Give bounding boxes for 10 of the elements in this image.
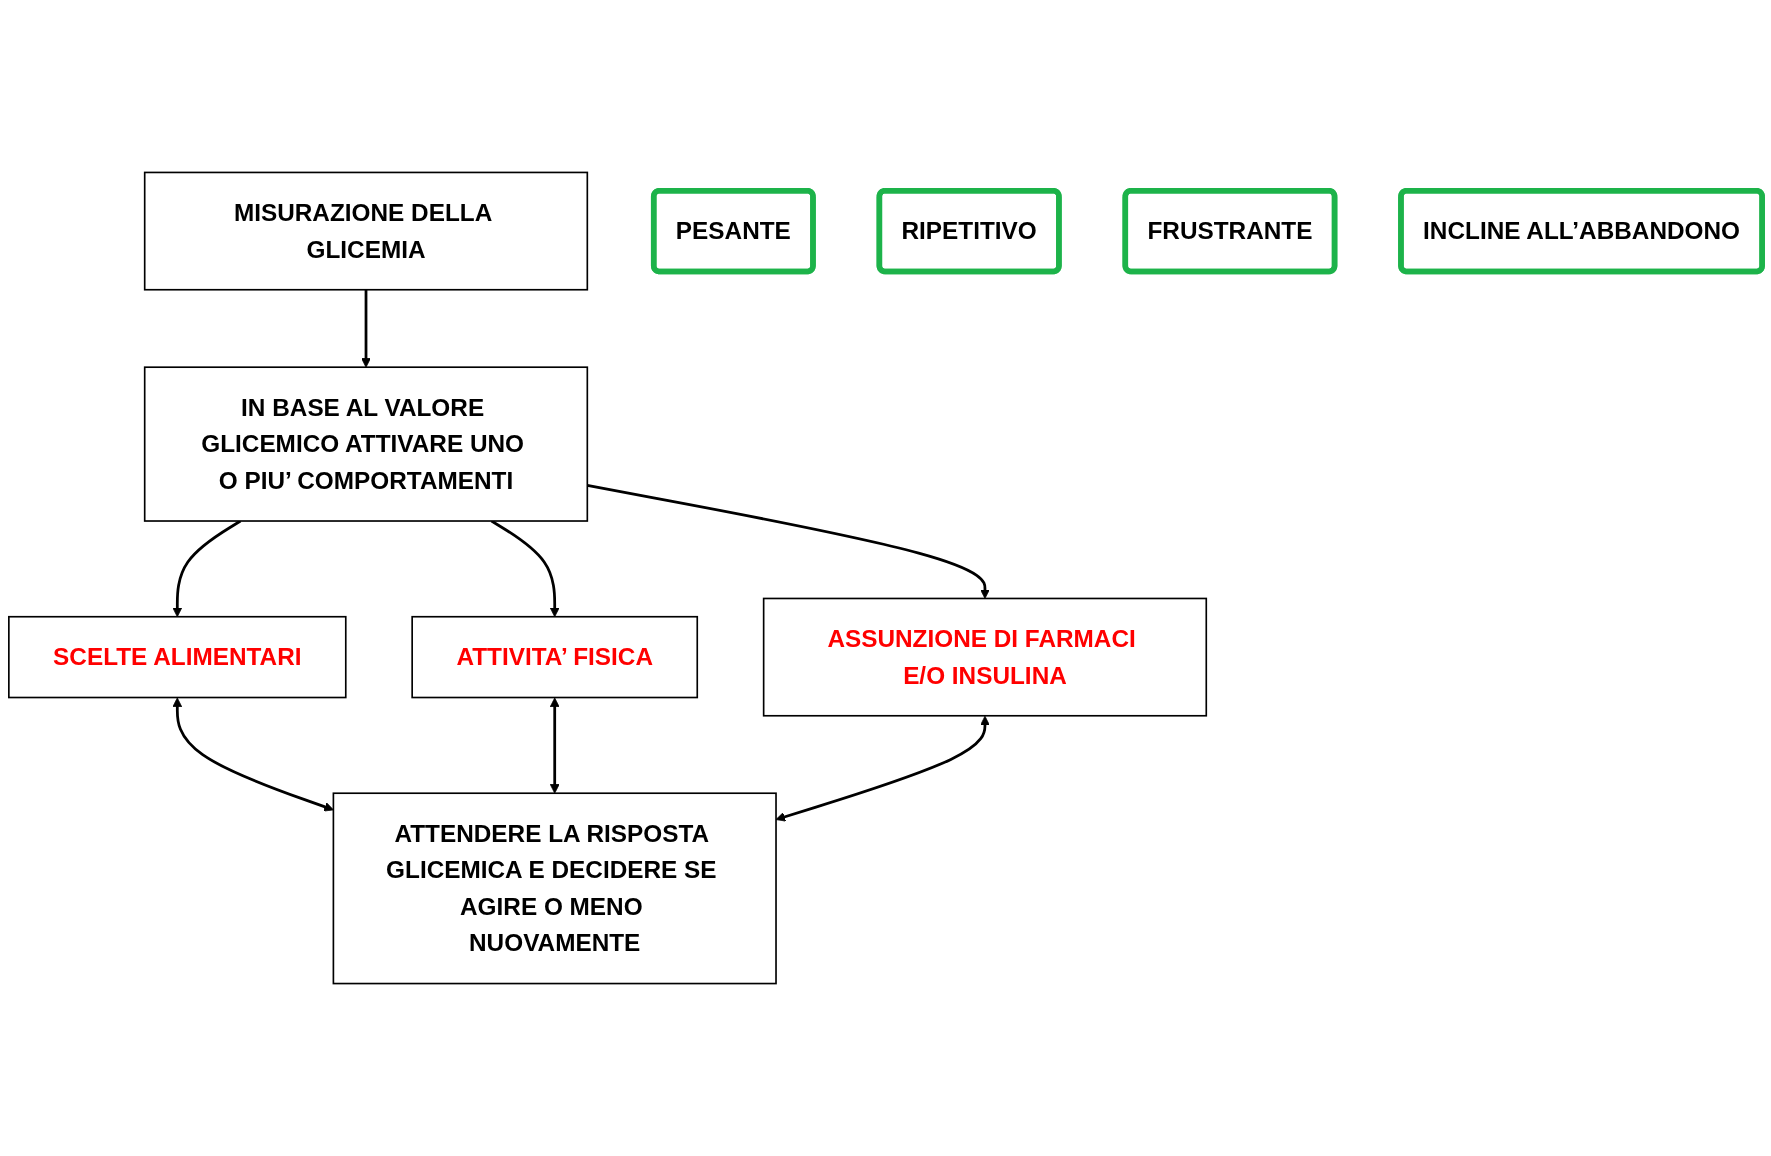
node-box: IN BASE AL VALORE GLICEMICO ATTIVARE UNO O PIU’ COMPORTAMENTI — [143, 366, 589, 522]
arrow — [587, 484, 990, 599]
node-box: ATTIVITA’ FISICA — [411, 615, 699, 699]
node-box: ASSUNZIONE DI FARMACI E/O INSULINA — [762, 597, 1208, 717]
arrow — [172, 697, 334, 812]
node-box: ATTENDERE LA RISPOSTA GLICEMICA E DECIDERE SE AGIRE O MENO NUOVAMENTE — [332, 792, 777, 985]
arrow — [361, 289, 371, 368]
node-box: MISURAZIONE DELLA GLICEMIA — [143, 171, 589, 291]
node-box: SCELTE ALIMENTARI — [8, 615, 347, 699]
arrow — [549, 697, 560, 794]
